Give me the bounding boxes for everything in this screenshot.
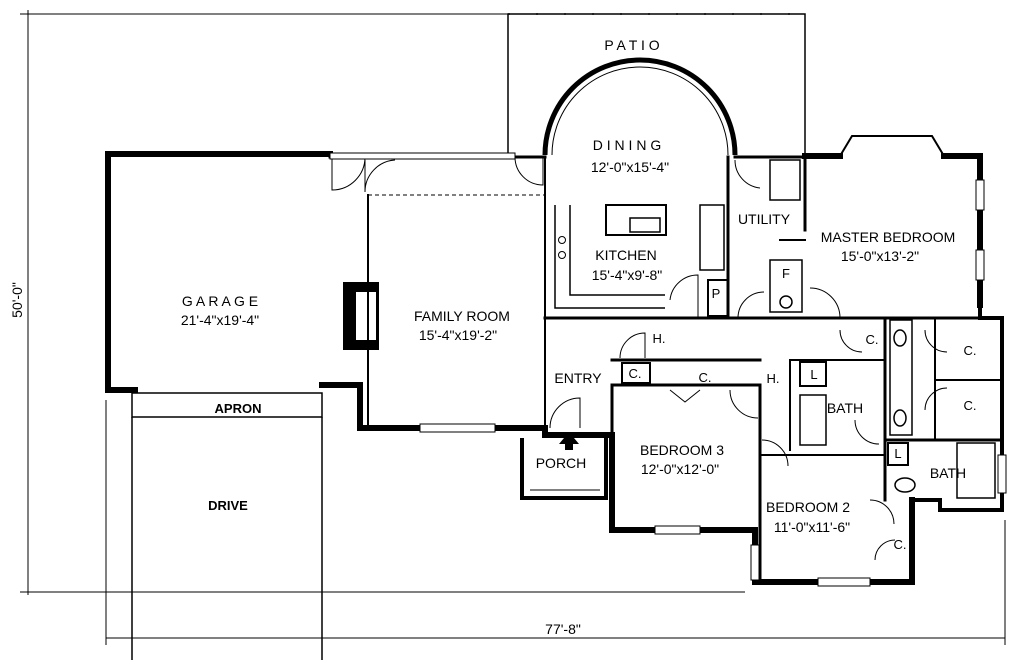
kitchen-dimensions: 15'-4"x9'-8"	[592, 267, 663, 283]
dimension-lines	[20, 10, 1006, 645]
overall-depth-label: 50'-0"	[9, 282, 25, 318]
family-room-dimensions: 15'-4"x19'-2"	[419, 327, 497, 343]
overall-width-label: 77'-8"	[545, 621, 581, 637]
bedroom-2-dimensions: 11'-0"x11'-6"	[774, 519, 850, 535]
room-labels: P A T I O D I N I N G 12'-0"x15'-4" KITC…	[181, 37, 977, 552]
garage-walls	[105, 151, 379, 431]
porch-label: PORCH	[536, 455, 587, 471]
master-bedroom-label: MASTER BEDROOM	[821, 229, 956, 245]
family-room-label: FAMILY ROOM	[414, 308, 510, 324]
master-bath-label: BATH	[827, 400, 863, 416]
bath-fixtures	[621, 319, 996, 499]
utility-label: UTILITY	[738, 211, 791, 227]
garage-label: G A R A G E	[182, 293, 258, 309]
dining-bay	[542, 57, 738, 156]
kitchen-label: KITCHEN	[595, 247, 656, 263]
closet-label-entry: C.	[629, 366, 642, 381]
pantry-label: P	[712, 286, 721, 301]
freezer-label: F	[782, 266, 790, 281]
interior-walls	[367, 155, 1004, 584]
apron-label: APRON	[215, 401, 262, 416]
closet-label-master-3: C.	[964, 398, 977, 413]
bedroom-2-label: BEDROOM 2	[766, 499, 850, 515]
hall-label-1: H.	[653, 331, 666, 346]
hall-bath-label: BATH	[930, 465, 966, 481]
drive-label: DRIVE	[208, 498, 248, 513]
entry-label: ENTRY	[554, 370, 602, 386]
dining-label: D I N I N G	[593, 137, 661, 153]
garage-dimensions: 21'-4"x19'-4"	[181, 312, 259, 328]
utility-fixtures	[769, 159, 803, 313]
bedroom-3-dimensions: 12'-0"x12'-0"	[641, 461, 719, 477]
porch-walls	[520, 432, 608, 500]
closet-label-hall: C.	[699, 370, 712, 385]
patio-outline	[507, 13, 806, 155]
master-bedroom-dimensions: 15'-0"x13'-2"	[841, 248, 919, 264]
closet-label-bedroom-2: C.	[894, 537, 907, 552]
dimension-labels: 77'-8" 50'-0"	[9, 282, 581, 637]
hall-label-2: H.	[767, 371, 780, 386]
closet-label-master-2: C.	[964, 343, 977, 358]
linen-label-1: L	[810, 367, 817, 382]
dining-dimensions: 12'-0"x15'-4"	[591, 159, 669, 175]
door-swings	[331, 156, 948, 561]
apron-drive	[131, 392, 323, 660]
bedroom-3-label: BEDROOM 3	[640, 442, 724, 458]
windows	[329, 152, 1007, 587]
patio-label: P A T I O	[604, 37, 659, 53]
linen-label-2: L	[894, 446, 901, 461]
kitchen-fixtures	[554, 204, 729, 317]
closet-label-master-1: C.	[866, 332, 879, 347]
